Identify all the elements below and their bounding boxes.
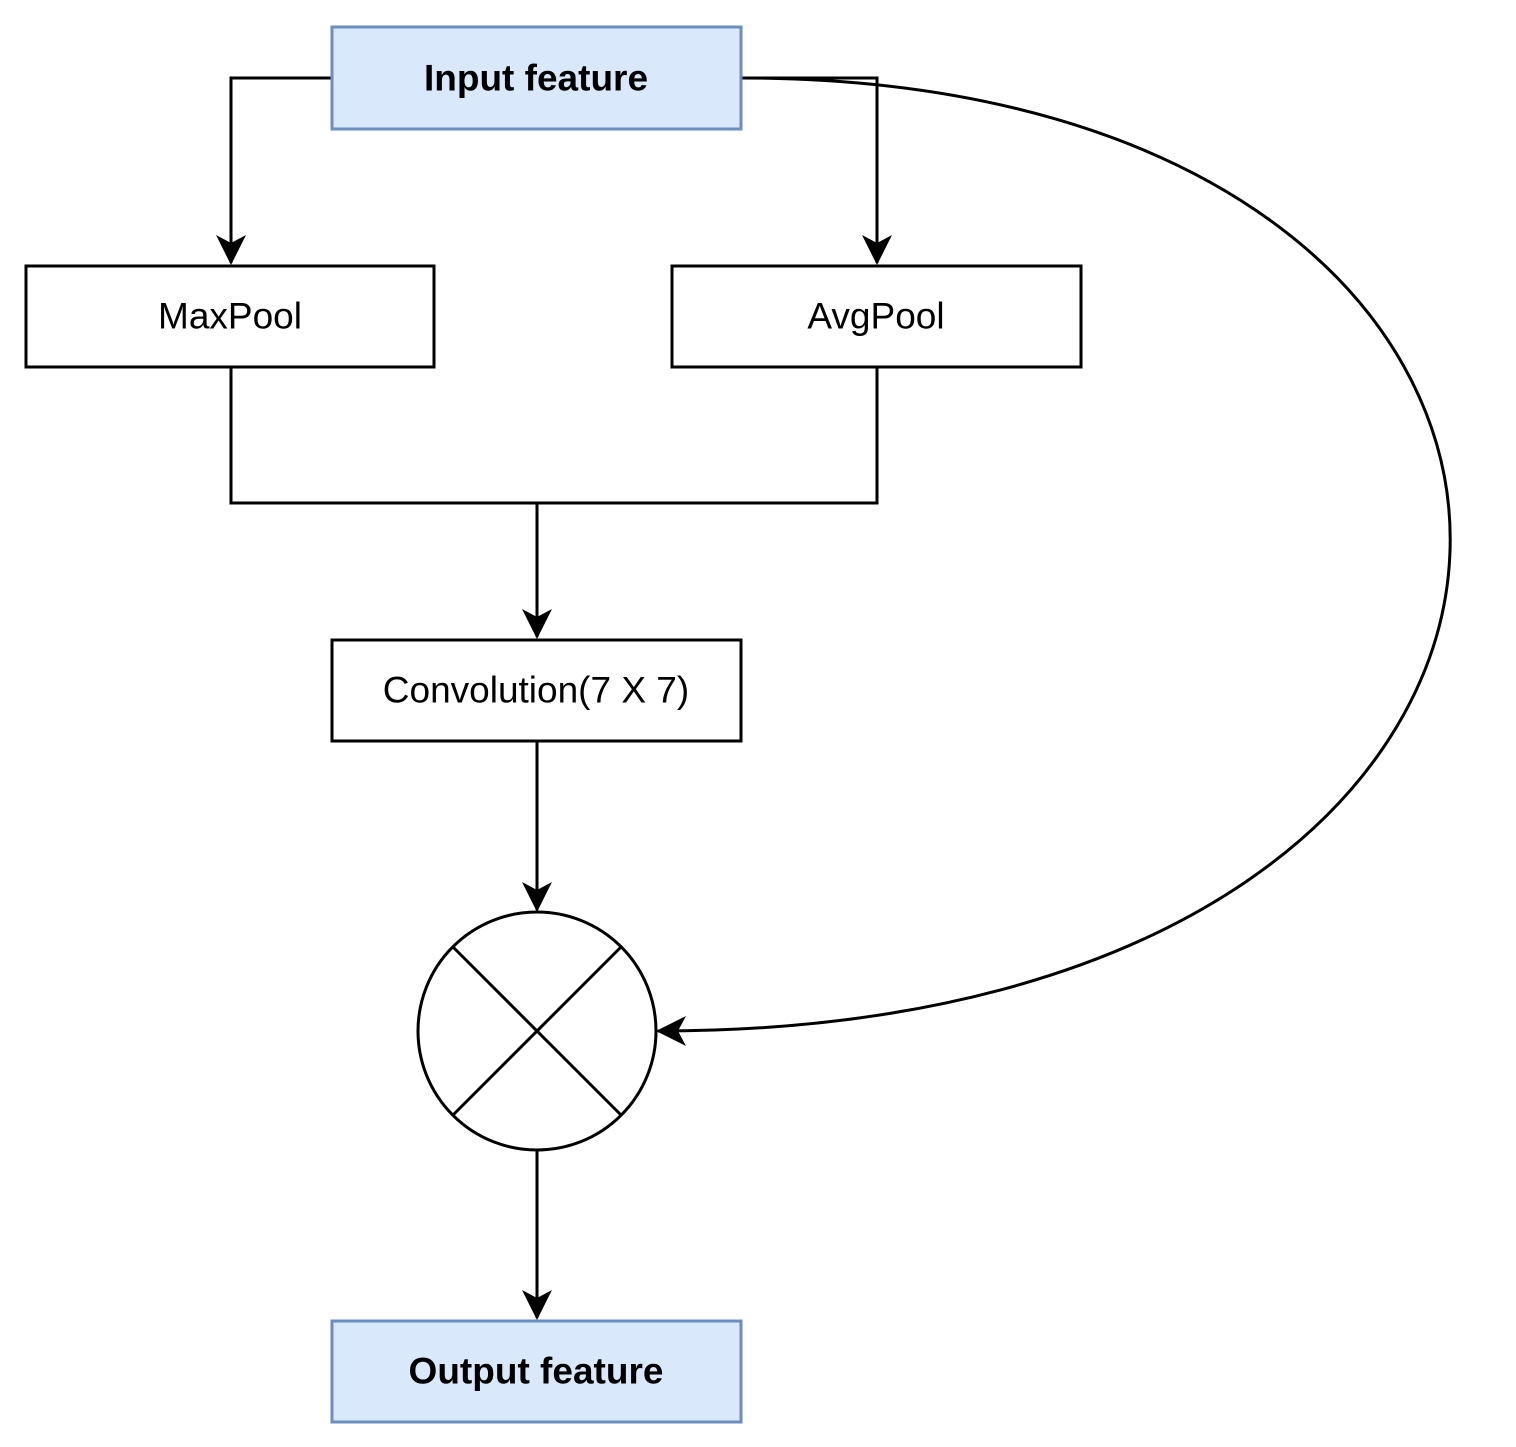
input-feature-label: Input feature (424, 58, 648, 99)
input-feature-node: Input feature (330, 25, 743, 131)
avgpool-node: AvgPool (670, 264, 1083, 369)
output-feature-label: Output feature (409, 1351, 664, 1392)
edge-input-to-maxpool (216, 76, 332, 265)
edge-input-to-multiply-skip (656, 76, 1452, 1046)
maxpool-label: MaxPool (158, 296, 302, 337)
maxpool-node: MaxPool (24, 264, 436, 369)
multiply-icon (416, 910, 658, 1152)
edge-maxpool-to-merge (229, 368, 537, 505)
convolution-node: Convolution(7 X 7) (330, 638, 743, 743)
edge-avgpool-to-merge (537, 368, 879, 505)
avgpool-label: AvgPool (807, 296, 944, 337)
output-feature-node: Output feature (330, 1319, 743, 1424)
convolution-label: Convolution(7 X 7) (383, 670, 689, 711)
edge-input-to-avgpool (741, 76, 892, 265)
